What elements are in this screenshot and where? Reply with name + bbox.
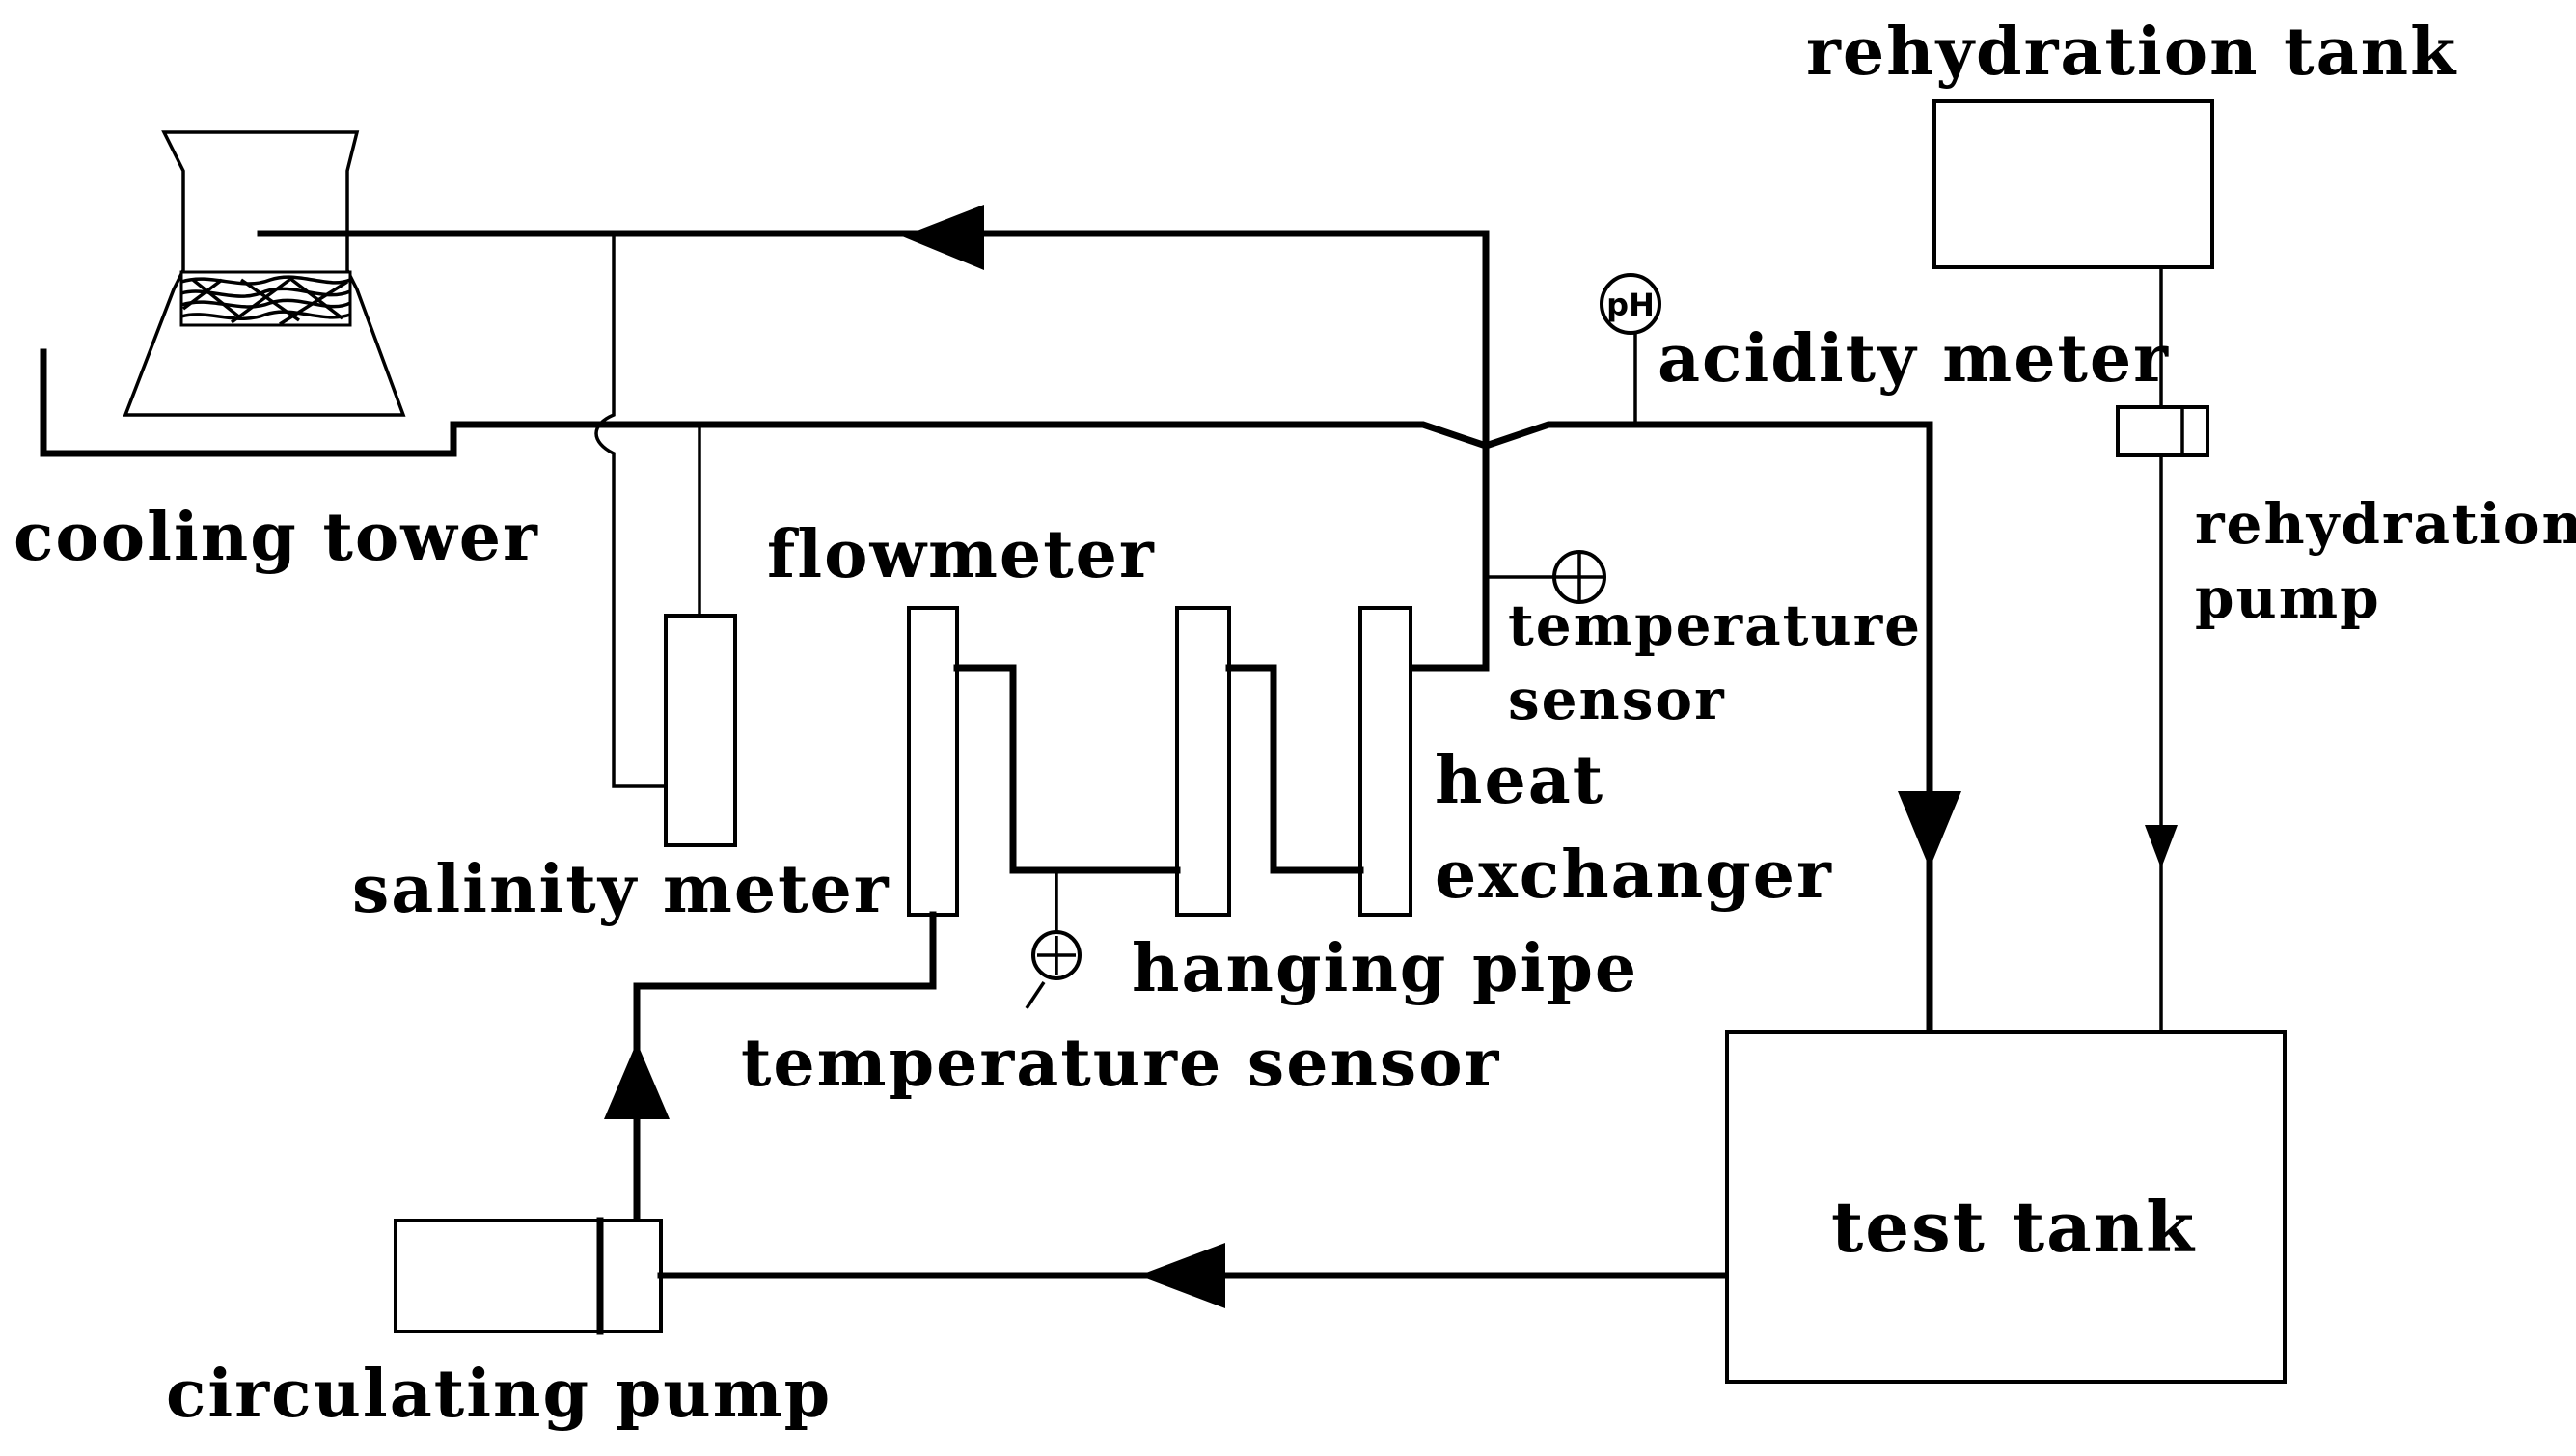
label-temperature-sensor-bottom: temperature sensor — [741, 1025, 1500, 1102]
cooling-tower-fill-pack — [179, 270, 352, 327]
flowmeter — [907, 606, 959, 917]
test-section — [907, 550, 1606, 1009]
cooling-tower-basin — [40, 348, 457, 457]
label-flowmeter: flowmeter — [767, 516, 1156, 593]
label-heat-exchanger-line1: heat — [1435, 742, 1604, 819]
label-temperature-sensor-right-line2: sensor — [1508, 667, 1726, 732]
test-tank-outlet-pipe — [657, 1243, 1731, 1308]
label-test-tank: test tank — [1831, 1186, 2196, 1268]
label-cooling-tower: cooling tower — [14, 499, 539, 576]
heat-exchanger — [1358, 606, 1412, 917]
pump-outlet-pipe — [604, 911, 937, 1224]
acidity-meter-symbol: pH — [1606, 287, 1655, 323]
flow-arrow-left-bottom — [1138, 1243, 1225, 1308]
flow-arrow-up-pump — [604, 1042, 670, 1119]
supply-pipe — [450, 421, 1961, 1036]
rehydration-system — [1932, 99, 2214, 1032]
label-temperature-sensor-right-line1: temperature — [1508, 592, 1922, 658]
flow-arrow-down-test-tank — [1898, 791, 1961, 868]
cooling-tower-body — [123, 130, 406, 417]
label-salinity-meter: salinity meter — [352, 851, 891, 928]
temperature-sensor-right-gauge — [1552, 550, 1606, 604]
rehydration-tank — [1932, 99, 2214, 269]
circulating-pump — [394, 1217, 663, 1335]
label-acidity-meter: acidity meter — [1658, 320, 2170, 398]
salinity-meter — [664, 614, 737, 847]
label-rehydration-tank: rehydration tank — [1806, 14, 2457, 91]
flow-arrow-left-top — [902, 205, 984, 270]
acidity-meter-gauge: pH — [1600, 273, 1661, 335]
label-rehydration-pump-line1: rehydration — [2195, 491, 2576, 557]
cooling-tower — [40, 130, 457, 457]
flow-arrow-down-rehydration — [2145, 825, 2178, 868]
hanging-pipe — [1175, 606, 1231, 917]
rehydration-pump — [2116, 405, 2209, 457]
temperature-sensor-bottom-gauge — [1025, 930, 1082, 1009]
label-heat-exchanger-line2: exchanger — [1435, 837, 1833, 914]
label-circulating-pump: circulating pump — [166, 1356, 832, 1433]
salinity-meter-branch — [594, 234, 737, 847]
test-tank — [1725, 1030, 2287, 1384]
return-pipe — [257, 205, 1490, 672]
label-hanging-pipe: hanging pipe — [1132, 930, 1638, 1007]
label-rehydration-pump-line2: pump — [2195, 565, 2381, 631]
